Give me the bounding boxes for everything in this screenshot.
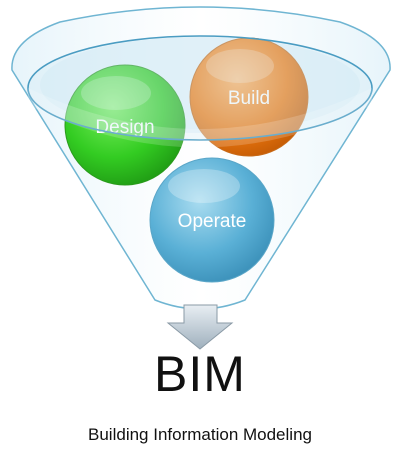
stage-operate-highlight <box>168 169 240 203</box>
stage-build-label: Build <box>228 88 270 109</box>
stage-build: Build <box>189 37 309 157</box>
stage-operate-label: Operate <box>178 211 247 232</box>
funnel-front-glass <box>28 88 372 148</box>
stage-operate: Operate <box>149 157 275 283</box>
funnel-rim <box>27 35 373 141</box>
result-caption: Building Information Modeling <box>88 425 312 444</box>
down-arrow-icon <box>166 304 234 350</box>
stage-build-highlight <box>206 49 274 83</box>
result-title: BIM <box>154 346 246 402</box>
stage-operate-bubble <box>149 157 275 283</box>
stage-design-highlight <box>81 76 151 110</box>
stage-design: Design <box>64 64 186 186</box>
stage-design-bubble <box>64 64 186 186</box>
